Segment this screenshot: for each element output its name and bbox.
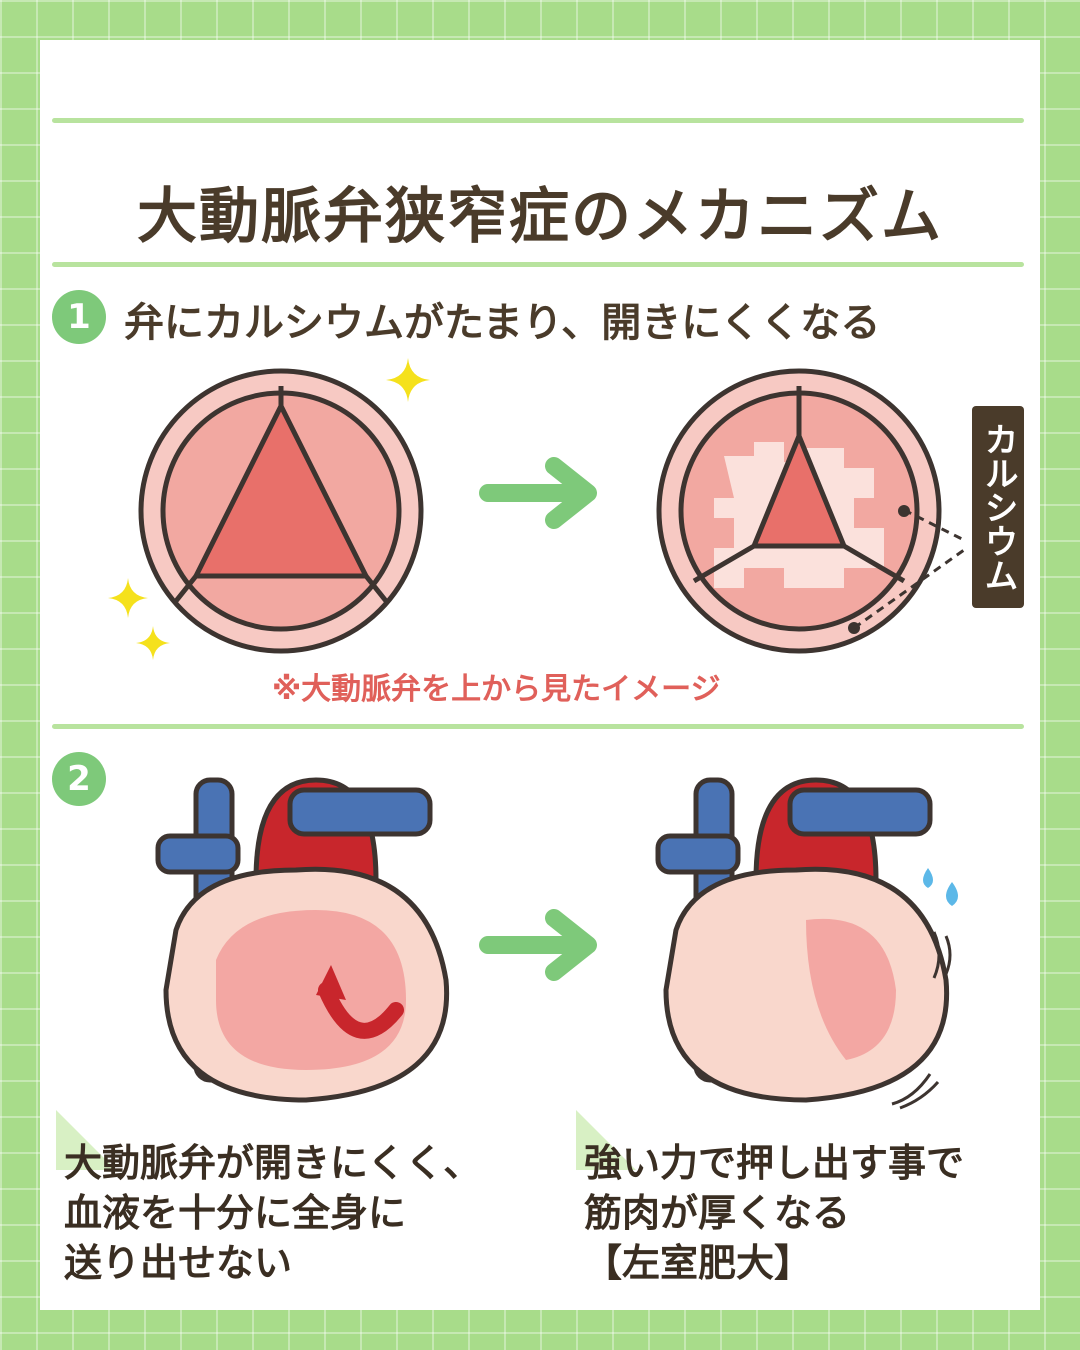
page-title: 大動脈弁狭窄症のメカニズム xyxy=(137,182,943,252)
calcium-label: カルシウム xyxy=(972,406,1024,608)
arrow-right-icon xyxy=(479,909,597,981)
step-1-badge: 1 xyxy=(52,290,106,344)
step-2-badge: 2 xyxy=(52,752,106,806)
divider xyxy=(52,118,1024,123)
divider xyxy=(52,262,1024,267)
callout-lines xyxy=(853,508,965,630)
caption-right: 強い力で押し出す事で 筋肉が厚くなる 【左室肥大】 xyxy=(584,1141,965,1285)
caption-left: 大動脈弁が開きにくく、 血液を十分に全身に 送り出せない xyxy=(64,1141,482,1285)
caption-accent xyxy=(56,1110,116,1170)
view-note: ※大動脈弁を上から見たイメージ xyxy=(272,672,721,707)
arrow-right-icon xyxy=(479,457,597,529)
sweat-drop-icon xyxy=(923,868,958,906)
vibration-icon xyxy=(932,931,952,979)
divider xyxy=(52,724,1024,729)
step-1-text: 弁にカルシウムがたまり、開きにくくなる xyxy=(124,300,881,346)
sparkle-icon xyxy=(386,358,430,402)
heart-hypertrophy-illustration xyxy=(655,777,950,1103)
normal-valve-illustration xyxy=(138,368,424,654)
vibration-icon xyxy=(891,1073,940,1110)
caption-accent xyxy=(576,1110,636,1170)
calcified-valve-illustration xyxy=(656,368,942,654)
infographic-card: 大動脈弁狭窄症のメカニズム 1 弁にカルシウムがたまり、開きにくくなる カルシウ… xyxy=(40,40,1040,1310)
sparkle-icon xyxy=(108,578,148,618)
sparkle-icon xyxy=(136,626,170,660)
heart-normal-illustration xyxy=(155,777,450,1103)
